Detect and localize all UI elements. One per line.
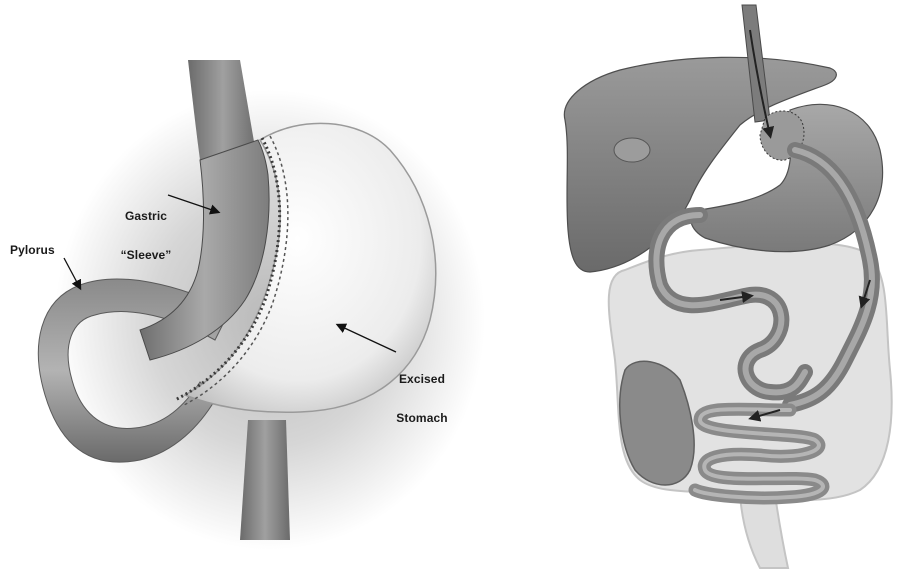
gastric-bypass-figure bbox=[564, 5, 891, 568]
excised-stomach-label: Excised Stomach bbox=[392, 347, 452, 438]
rectum bbox=[740, 495, 788, 568]
gastric-sleeve-label-line1: Gastric bbox=[118, 210, 174, 223]
lower-vessel bbox=[240, 420, 290, 540]
gastric-sleeve-label-line2: “Sleeve” bbox=[118, 249, 174, 262]
sleeve-gastrectomy-figure bbox=[38, 60, 485, 550]
pylorus-label: Pylorus bbox=[10, 244, 55, 257]
excised-stomach-label-line2: Stomach bbox=[392, 412, 452, 425]
gallbladder bbox=[614, 138, 650, 162]
gastric-sleeve-label: Gastric “Sleeve” bbox=[118, 184, 174, 275]
excised-stomach-label-line1: Excised bbox=[392, 373, 452, 386]
